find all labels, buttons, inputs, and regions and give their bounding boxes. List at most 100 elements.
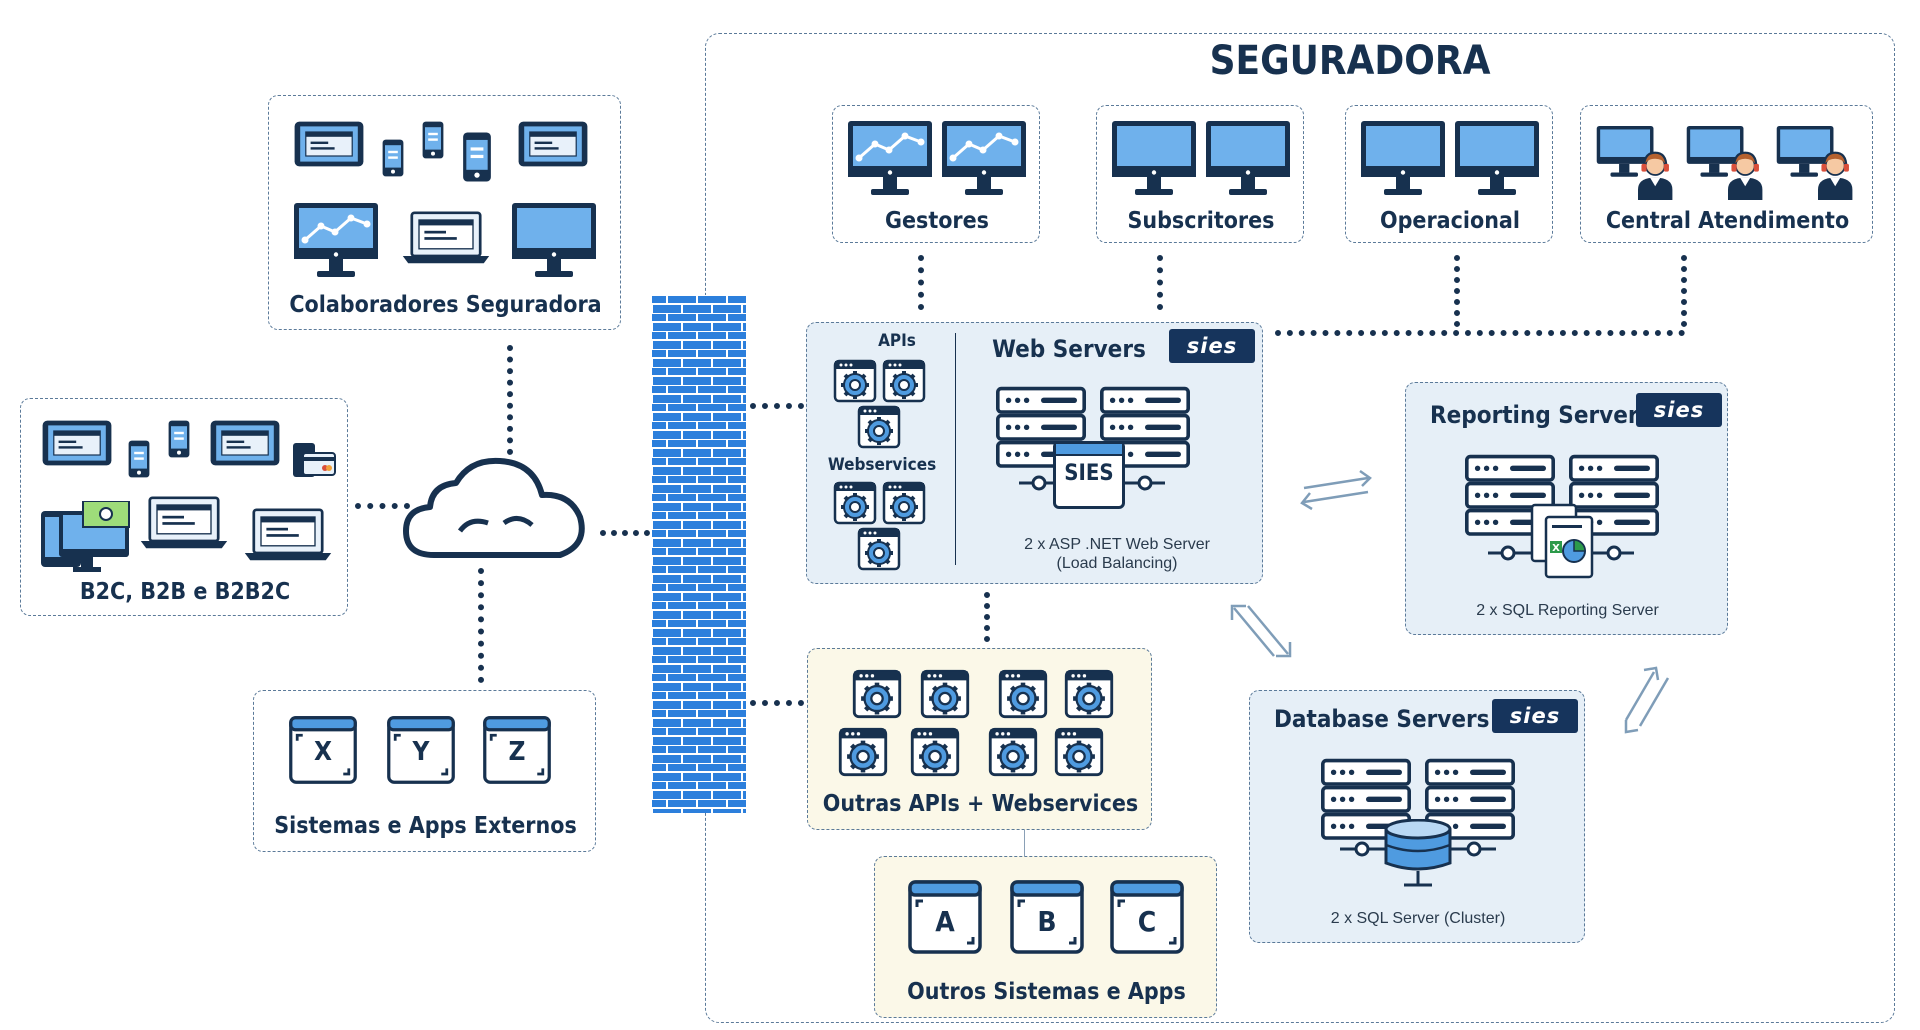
sync-arrows-icon bbox=[1230, 604, 1292, 658]
sync-arrows-icon bbox=[1300, 469, 1372, 511]
apis-label: APIs bbox=[878, 331, 916, 351]
page-title: SEGURADORA bbox=[1209, 38, 1491, 84]
call-agent-icon bbox=[1685, 124, 1771, 202]
connector-b2c-cloud bbox=[355, 503, 410, 509]
externos-title: Sistemas e Apps Externos bbox=[274, 813, 577, 839]
webservices-label: Webservices bbox=[827, 455, 937, 475]
reporting-server-panel[interactable]: Reporting Server sies X 2 x SQL Reportin… bbox=[1405, 382, 1728, 635]
connector-firewall-outras bbox=[750, 700, 804, 706]
colaboradores-title: Colaboradores Seguradora bbox=[289, 292, 602, 318]
monitor-icon bbox=[1203, 118, 1293, 198]
sies-badge: SIES bbox=[1053, 441, 1125, 509]
connector-outras-sistemas bbox=[1024, 830, 1025, 856]
database-servers-title: Database Servers bbox=[1274, 705, 1490, 733]
laptop-icon bbox=[243, 507, 333, 563]
group-label-central: Central Atendimento bbox=[1605, 208, 1850, 234]
app-letter: X bbox=[313, 737, 333, 767]
connector-cloud-externos bbox=[478, 568, 484, 683]
gear-window-icon bbox=[1054, 727, 1104, 777]
gear-window-icon bbox=[852, 669, 902, 719]
connector-firewall-web bbox=[750, 403, 804, 409]
group-gestores[interactable]: Gestores bbox=[832, 105, 1040, 243]
cloud-icon bbox=[403, 457, 585, 558]
web-servers-panel[interactable]: APIs Webservices Web Servers sies SIES 2… bbox=[806, 322, 1263, 584]
gear-window-icon bbox=[920, 669, 970, 719]
group-label-operacional: Operacional bbox=[1380, 208, 1520, 234]
connector-central bbox=[1681, 255, 1687, 327]
connector-users-bus bbox=[1275, 330, 1685, 336]
api-gear-icon bbox=[857, 405, 901, 449]
webservice-gear-icon bbox=[833, 481, 877, 525]
firewall-icon bbox=[652, 295, 746, 813]
group-subscritores[interactable]: Subscritores bbox=[1096, 105, 1304, 243]
web-servers-title: Web Servers bbox=[992, 335, 1146, 363]
phone-icon bbox=[421, 120, 445, 160]
group-central-atendimento[interactable]: Central Atendimento bbox=[1580, 105, 1873, 243]
group-label-gestores: Gestores bbox=[884, 208, 990, 234]
api-gear-icon bbox=[833, 359, 877, 403]
colaboradores-panel[interactable]: Colaboradores Seguradora bbox=[268, 95, 621, 330]
call-agent-icon bbox=[1775, 124, 1861, 202]
phone-icon bbox=[167, 419, 191, 459]
app-letter: Y bbox=[412, 737, 430, 767]
sync-arrows-icon bbox=[1624, 666, 1670, 734]
laptop-icon bbox=[139, 495, 229, 551]
gear-window-icon bbox=[1064, 669, 1114, 719]
monitor-icon bbox=[1358, 118, 1448, 198]
panel-divider bbox=[955, 333, 956, 565]
tablet-icon bbox=[41, 419, 113, 467]
credit-card-icon bbox=[293, 443, 336, 477]
group-operacional[interactable]: Operacional bbox=[1345, 105, 1553, 243]
outros-sistemas-panel[interactable]: A B C Outros Sistemas e Apps bbox=[874, 856, 1217, 1018]
connector-operacional bbox=[1454, 255, 1460, 327]
monitor-icon bbox=[1452, 118, 1542, 198]
report-document-icon: X bbox=[1530, 503, 1594, 579]
svg-text:X: X bbox=[1552, 543, 1560, 554]
externos-panel[interactable]: X Y Z Sistemas e Apps Externos bbox=[253, 690, 596, 852]
sies-logo: sies bbox=[1169, 329, 1255, 363]
outras-apis-title: Outras APIs + Webservices bbox=[822, 791, 1139, 817]
b2c-title: B2C, B2B e B2B2C bbox=[79, 579, 291, 605]
monitor-chart-icon bbox=[939, 118, 1029, 198]
database-servers-panel[interactable]: Database Servers sies 2 x SQL Server (Cl… bbox=[1249, 690, 1585, 943]
monitor-chart-icon bbox=[845, 118, 935, 198]
sies-badge-text: SIES bbox=[1064, 461, 1114, 486]
gear-window-icon bbox=[998, 669, 1048, 719]
phone-icon bbox=[127, 439, 151, 479]
app-letter: A bbox=[935, 905, 955, 938]
outras-apis-panel[interactable]: Outras APIs + Webservices bbox=[807, 648, 1152, 830]
tablet-icon bbox=[209, 419, 281, 467]
outros-sistemas-title: Outros Sistemas e Apps bbox=[907, 979, 1186, 1005]
monitor-icon bbox=[509, 200, 599, 280]
connector-gestores bbox=[918, 255, 924, 310]
payment-monitor-icon bbox=[41, 501, 130, 572]
api-gear-icon bbox=[882, 359, 926, 403]
webservice-gear-icon bbox=[857, 527, 901, 571]
mobile-report-icon bbox=[461, 130, 493, 184]
sies-logo: sies bbox=[1492, 699, 1578, 733]
app-letter: C bbox=[1137, 905, 1157, 938]
group-label-subscritores: Subscritores bbox=[1127, 208, 1275, 234]
webservice-gear-icon bbox=[882, 481, 926, 525]
web-servers-desc-1: 2 x ASP .NET Web Server bbox=[1024, 536, 1210, 553]
connector-subscritores bbox=[1157, 255, 1163, 310]
gear-window-icon bbox=[910, 727, 960, 777]
call-agent-icon bbox=[1595, 124, 1681, 202]
monitor-icon bbox=[1109, 118, 1199, 198]
tablet-icon bbox=[517, 120, 589, 168]
app-letter: B bbox=[1037, 905, 1057, 938]
tablet-icon bbox=[293, 120, 365, 168]
phone-icon bbox=[381, 138, 405, 178]
connector-cloud-firewall bbox=[600, 530, 650, 536]
monitor-chart-icon bbox=[291, 200, 381, 280]
web-servers-desc-2: (Load Balancing) bbox=[1056, 555, 1178, 572]
reporting-server-title: Reporting Server bbox=[1430, 401, 1639, 429]
database-servers-desc: 2 x SQL Server (Cluster) bbox=[1330, 910, 1506, 927]
b2c-panel[interactable]: B2C, B2B e B2B2C bbox=[20, 398, 348, 616]
reporting-server-desc: 2 x SQL Reporting Server bbox=[1476, 602, 1659, 619]
sies-logo: sies bbox=[1636, 393, 1722, 427]
connector-colab-cloud bbox=[507, 345, 513, 455]
database-cylinder-icon bbox=[1340, 819, 1496, 887]
gear-window-icon bbox=[988, 727, 1038, 777]
app-letter: Z bbox=[508, 737, 526, 767]
